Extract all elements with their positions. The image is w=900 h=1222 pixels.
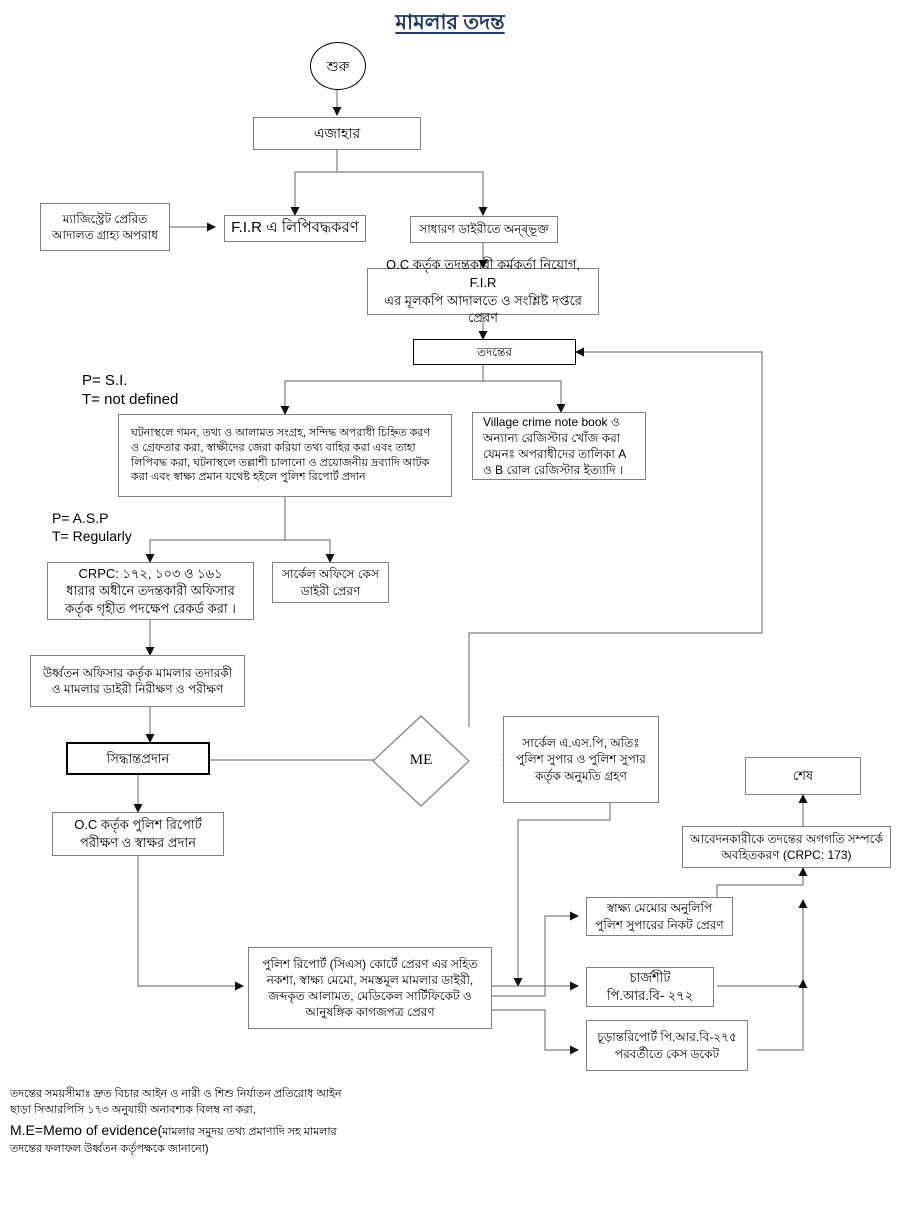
node-supervision[interactable]: উর্ধ্বতন অফিসার কর্তৃক মামলার তদারকী ও ম… (30, 655, 245, 707)
node-inform-applicant-label: আবেদনকারীকে তদন্তের অগগতি সম্পর্কে অবহিত… (690, 831, 883, 862)
node-memo-copy-label: স্বাক্ষ্য মেমোর অনুলিপি পুলিশ সুপারের নি… (595, 901, 724, 932)
footnote-line-3: M.E=Memo of evidence(মামলার সমুদয় তথ্য … (10, 1119, 440, 1142)
node-tadanter[interactable]: তদন্তের (413, 339, 576, 365)
node-magistrate-label: ম্যাজিস্ট্রেট প্রেরিত আদালত গ্রাহ্য অপরা… (52, 211, 158, 242)
footnote-line-4: তদন্তের ফলাফল উর্ধ্বতন কর্তৃপক্ষকে জানান… (10, 1143, 209, 1156)
footnote-line-2: ছাড়া সিআরপিসি ১৭৩ অনুযায়ী অনাবশ্যক বিল… (10, 1103, 256, 1116)
node-oc-report-label: O.C কর্তৃক পুলিশ রিপোর্ট পরীক্ষণ ও স্বাক… (74, 817, 202, 850)
node-field-work-label: ঘটনাস্থলে গমন, তথ্য ও আলামত সংগ্রহ, সন্দ… (131, 426, 431, 484)
node-village-book-label: Village crime note book ও অন্যান্য রেজিস… (483, 414, 626, 478)
node-end[interactable]: শেষ (745, 757, 861, 795)
node-asp-permission-label: সার্কেল এ.এস.পি, অতিঃ পুলিশ সুপার ও পুলি… (516, 736, 646, 783)
node-inform-applicant[interactable]: আবেদনকারীকে তদন্তের অগগতি সম্পর্কে অবহিত… (682, 826, 891, 868)
annotation-p-asp: P= A.S.P T= Regularly (52, 510, 132, 544)
node-asp-permission[interactable]: সার্কেল এ.এস.পি, অতিঃ পুলিশ সুপার ও পুলি… (503, 716, 659, 803)
node-oc-appoint-label: O.C কর্তৃক তদন্তকারী কর্মকর্তা নিয়োগ, F… (384, 257, 582, 326)
node-me-diamond[interactable] (371, 714, 471, 808)
footnote: তদন্তের সময়সীমাঃ দ্রুত বিচার আইন ও নারী… (10, 1087, 440, 1158)
node-general-diary[interactable]: সাধারণ ডাইরীতে অন্ৰ্ভূক্ত (410, 216, 558, 243)
node-final-report-label: চূড়ান্তরিপোর্ট পি.আর.বি-২৭৫ পরবর্তীতে ক… (597, 1030, 737, 1061)
node-police-report-cs-label: পুলিশ রিপোর্ট (সিএস) কোর্টে প্রেরণ এর সহ… (262, 956, 478, 1020)
node-start-label: শুরু (326, 57, 350, 74)
node-end-label: শেষ (792, 768, 814, 784)
node-ejahar[interactable]: এজাহার (253, 117, 421, 150)
node-oc-report[interactable]: O.C কর্তৃক পুলিশ রিপোর্ট পরীক্ষণ ও স্বাক… (52, 812, 224, 856)
annotation-p-si: P= S.I. T= not defined (82, 372, 179, 408)
node-me-label: ME (409, 752, 433, 768)
footnote-line-1: তদন্তের সময়সীমাঃ দ্রুত বিচার আইন ও নারী… (10, 1088, 342, 1100)
node-general-diary-label: সাধারণ ডাইরীতে অন্ৰ্ভূক্ত (419, 222, 549, 237)
node-police-report-cs[interactable]: পুলিশ রিপোর্ট (সিএস) কোর্টে প্রেরণ এর সহ… (248, 947, 492, 1029)
node-supervision-label: উর্ধ্বতন অফিসার কর্তৃক মামলার তদারকী ও ম… (42, 665, 233, 696)
node-ejahar-label: এজাহার (313, 125, 361, 142)
node-oc-appoint[interactable]: O.C কর্তৃক তদন্তকারী কর্মকর্তা নিয়োগ, F… (367, 257, 599, 325)
node-chargesheet-label: চার্জশীট পি.আর.বি- ২৭২ (606, 970, 694, 1003)
node-magistrate[interactable]: ম্যাজিস্ট্রেট প্রেরিত আদালত গ্রাহ্য অপরা… (40, 203, 170, 251)
node-final-report[interactable]: চূড়ান্তরিপোর্ট পি.আর.বি-২৭৫ পরবর্তীতে ক… (586, 1020, 748, 1071)
node-fir[interactable]: F.I.R এ লিপিবদ্ধকরণ (224, 215, 366, 242)
node-circle-office[interactable]: সার্কেল অফিসে কেস ডাইরী প্রেরণ (272, 562, 389, 603)
page-title: মামলার তদন্ত (395, 10, 505, 34)
footnote-me-abbrev: M.E=Memo of evidence( (10, 1121, 163, 1138)
node-decision-label: সিদ্ধান্তপ্রদান (106, 750, 170, 766)
node-village-book[interactable]: Village crime note book ও অন্যান্য রেজিস… (472, 412, 646, 480)
node-chargesheet[interactable]: চার্জশীট পি.আর.বি- ২৭২ (586, 967, 714, 1007)
node-field-work[interactable]: ঘটনাস্থলে গমন, তথ্য ও আলামত সংগ্রহ, সন্দ… (118, 414, 452, 497)
node-memo-copy[interactable]: স্বাক্ষ্য মেমোর অনুলিপি পুলিশ সুপারের নি… (586, 897, 733, 936)
node-crpc-label: CRPC: ১৭২, ১০৩ ও ১৬১ ধারার অধীনে তদন্তকা… (65, 565, 236, 616)
node-crpc[interactable]: CRPC: ১৭২, ১০৩ ও ১৬১ ধারার অধীনে তদন্তকা… (47, 562, 254, 620)
node-fir-label: F.I.R এ লিপিবদ্ধকরণ (231, 219, 359, 237)
footnote-me-rest: মামলার সমুদয় তথ্য প্রমাণাদি সহ মামলার (162, 1125, 337, 1138)
node-decision[interactable]: সিদ্ধান্তপ্রদান (66, 742, 210, 775)
node-circle-office-label: সার্কেল অফিসে কেস ডাইরী প্রেরণ (282, 567, 379, 598)
node-tadanter-label: তদন্তের (476, 344, 512, 359)
node-start[interactable]: শুরু (310, 42, 366, 90)
